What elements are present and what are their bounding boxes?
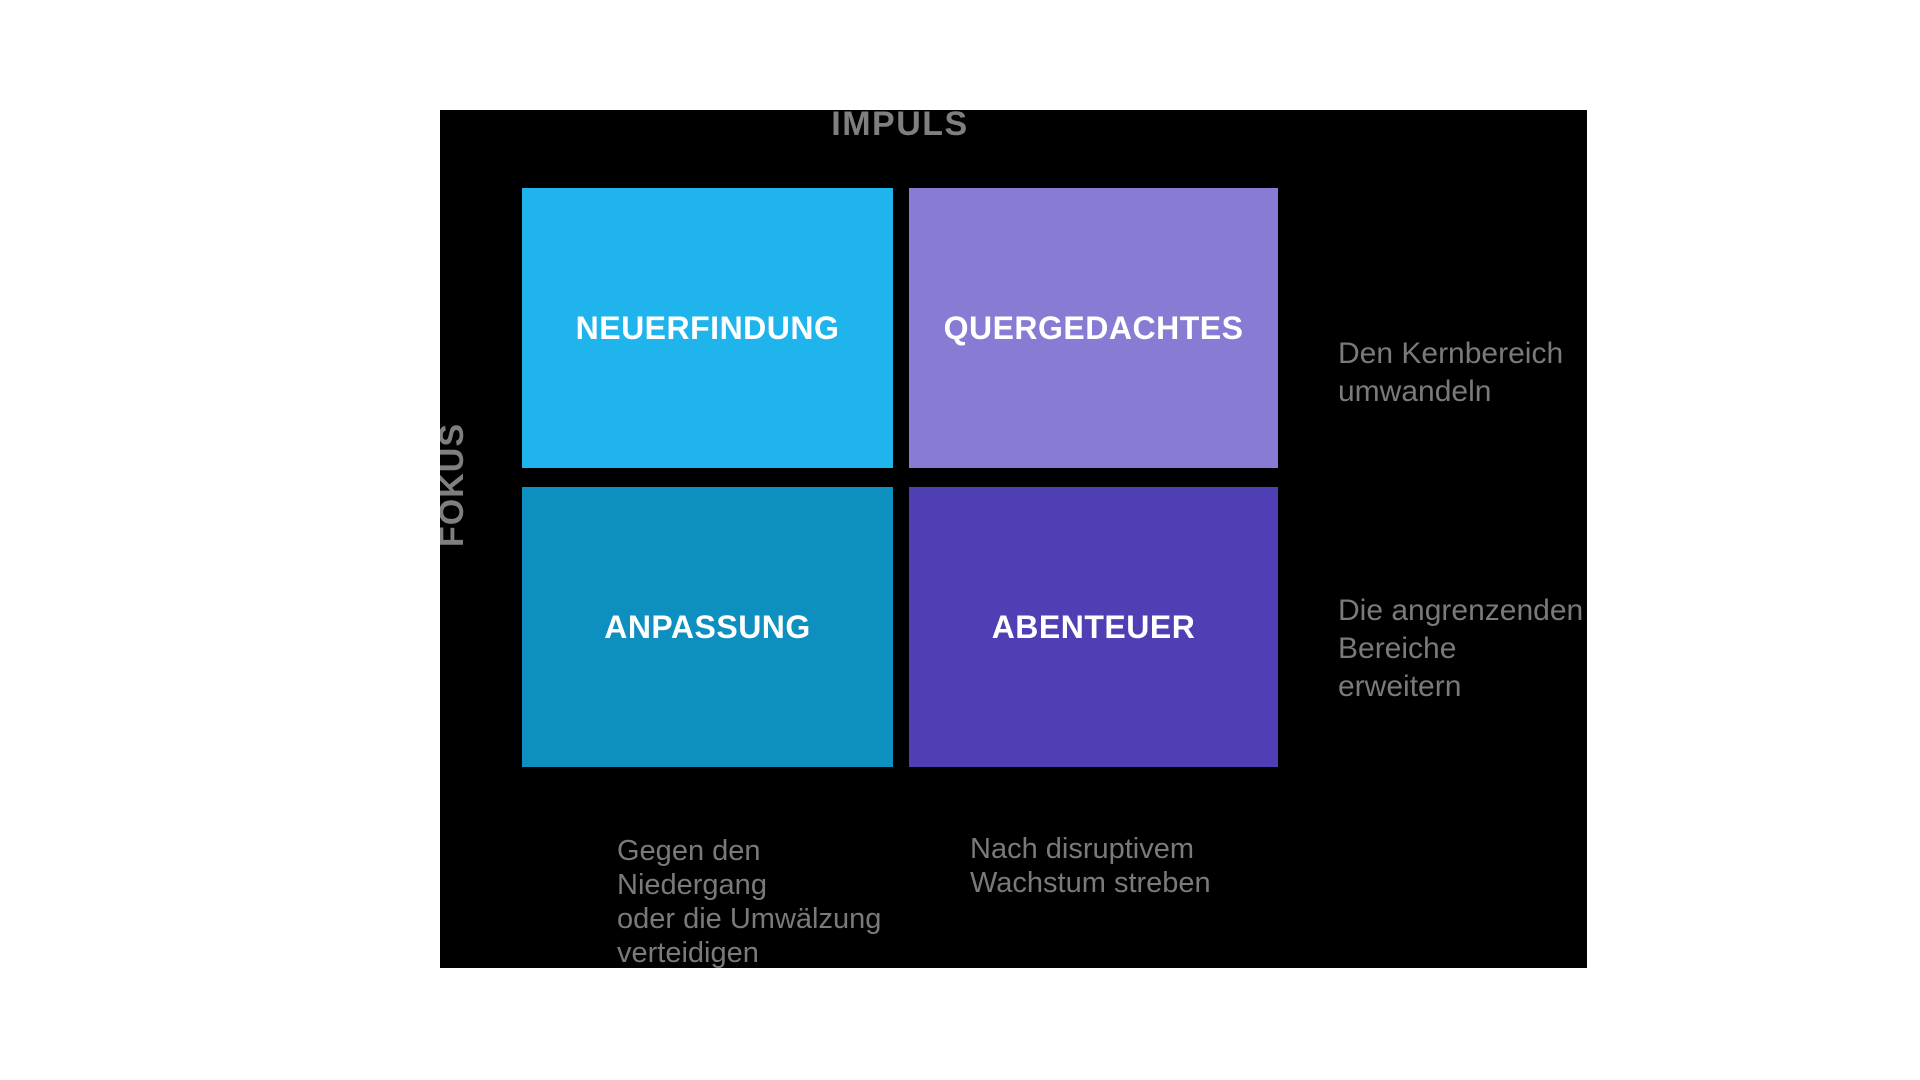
quadrant-top-right-label: QUERGEDACHTES [943, 309, 1244, 346]
annotation-disruptive-growth: Nach disruptivem Wachstum streben [970, 833, 1211, 899]
quadrant-bottom-right: ABENTEUER [909, 487, 1278, 767]
diagram-panel: IMPULS FOKUS NEUERFINDUNG QUERGEDACHTES … [440, 110, 1587, 968]
quadrant-bottom-right-label: ABENTEUER [991, 608, 1196, 645]
y-axis-title: FOKUS [440, 423, 471, 547]
quadrant-top-left-label: NEUERFINDUNG [575, 309, 840, 346]
annotation-transform-core: Den Kernbereich umwandeln [1338, 337, 1564, 408]
quadrant-bottom-left: ANPASSUNG [522, 487, 893, 767]
x-axis-title: IMPULS [831, 110, 969, 143]
quadrant-bottom-left-label: ANPASSUNG [604, 608, 811, 645]
annotation-expand-adjacent: Die angrenzenden Bereiche erweitern [1338, 594, 1584, 703]
quadrant-top-right: QUERGEDACHTES [909, 188, 1278, 468]
annotation-defend-decline: Gegen den Niedergang oder die Umwälzung … [617, 835, 882, 968]
quadrant-top-left: NEUERFINDUNG [522, 188, 893, 468]
